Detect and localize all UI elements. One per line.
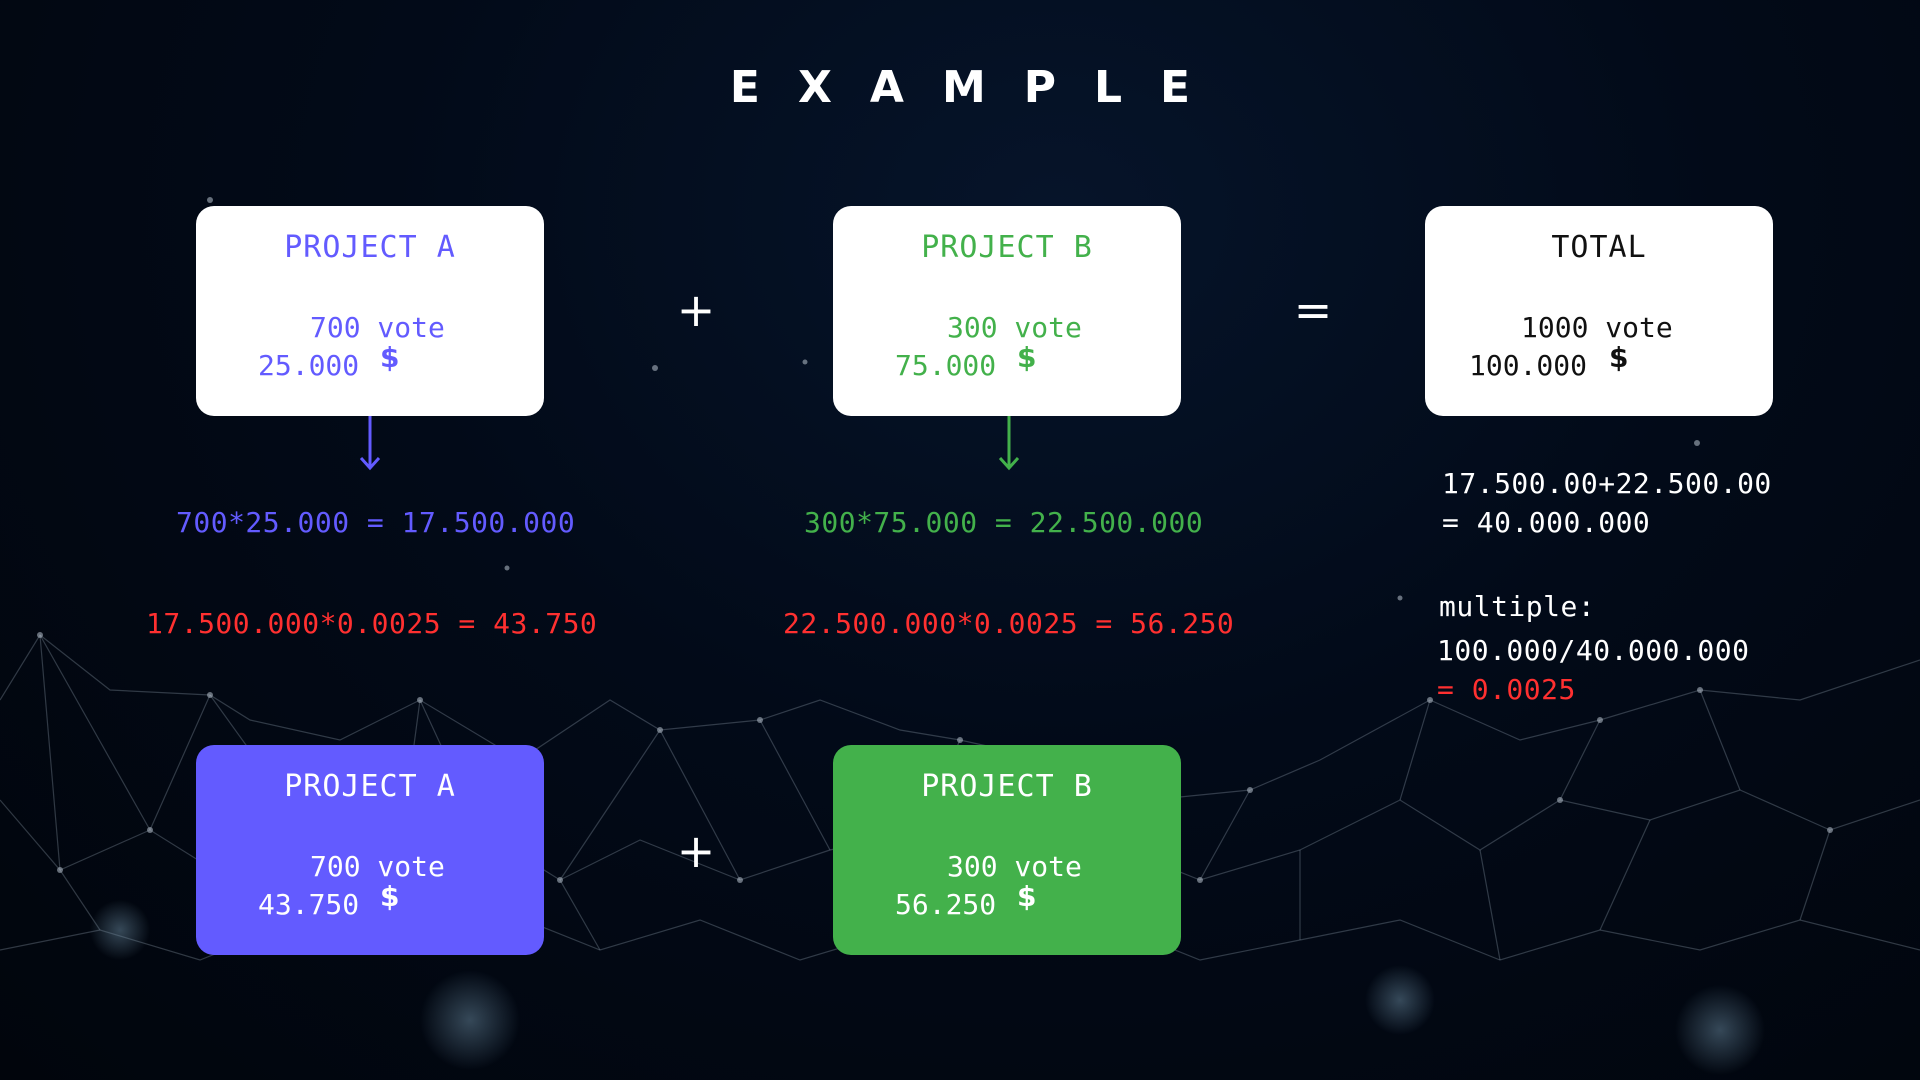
project-a-amount: 25.000 [258,349,360,382]
total-votes: 1000 vote [1521,311,1673,344]
project-a-result-amount: 43.750 [258,888,360,921]
project-a-result-card: PROJECT A 700 vote 43.750 $ [196,745,544,955]
project-b-result-card: PROJECT B 300 vote 56.250 $ [833,745,1181,955]
project-b-amount: 75.000 [895,349,997,382]
project-b-result-amount: 56.250 [895,888,997,921]
project-a-payout-formula: 17.500.000*0.0025 = 43.750 [146,607,598,640]
project-b-result-votes: 300 vote [947,850,1082,883]
dollar-icon: $ [380,880,400,913]
equals-operator: = [1293,283,1333,337]
project-a-votes: 700 vote [310,311,445,344]
plus-operator: + [676,283,716,337]
project-a-result-votes: 700 vote [310,850,445,883]
dollar-icon: $ [1609,341,1629,374]
arrow-down-icon [359,416,381,471]
total-title: TOTAL [1551,230,1647,265]
multiple-label: multiple: [1439,590,1596,623]
multiple-formula: 100.000/40.000.000 [1437,634,1750,667]
arrow-down-icon [998,416,1020,471]
total-amount: 100.000 [1469,349,1588,382]
project-b-votes: 300 vote [947,311,1082,344]
project-b-card: PROJECT B 300 vote 75.000 $ [833,206,1181,416]
project-a-result-title: PROJECT A [284,769,456,804]
project-a-product-formula: 700*25.000 = 17.500.000 [176,506,576,539]
project-b-result-title: PROJECT B [921,769,1093,804]
total-sum-line2: = 40.000.000 [1442,506,1651,539]
multiple-result: = 0.0025 [1437,673,1576,706]
total-sum-line1: 17.500.00+22.500.00 [1442,467,1772,500]
dollar-icon: $ [1017,880,1037,913]
plus-operator: + [676,824,716,878]
page-title: EXAMPLE [729,62,1229,113]
dollar-icon: $ [380,341,400,374]
project-b-product-formula: 300*75.000 = 22.500.000 [804,506,1204,539]
project-b-title: PROJECT B [921,230,1093,265]
project-a-title: PROJECT A [284,230,456,265]
project-a-card: PROJECT A 700 vote 25.000 $ [196,206,544,416]
total-card: TOTAL 1000 vote 100.000 $ [1425,206,1773,416]
project-b-payout-formula: 22.500.000*0.0025 = 56.250 [783,607,1235,640]
dollar-icon: $ [1017,341,1037,374]
